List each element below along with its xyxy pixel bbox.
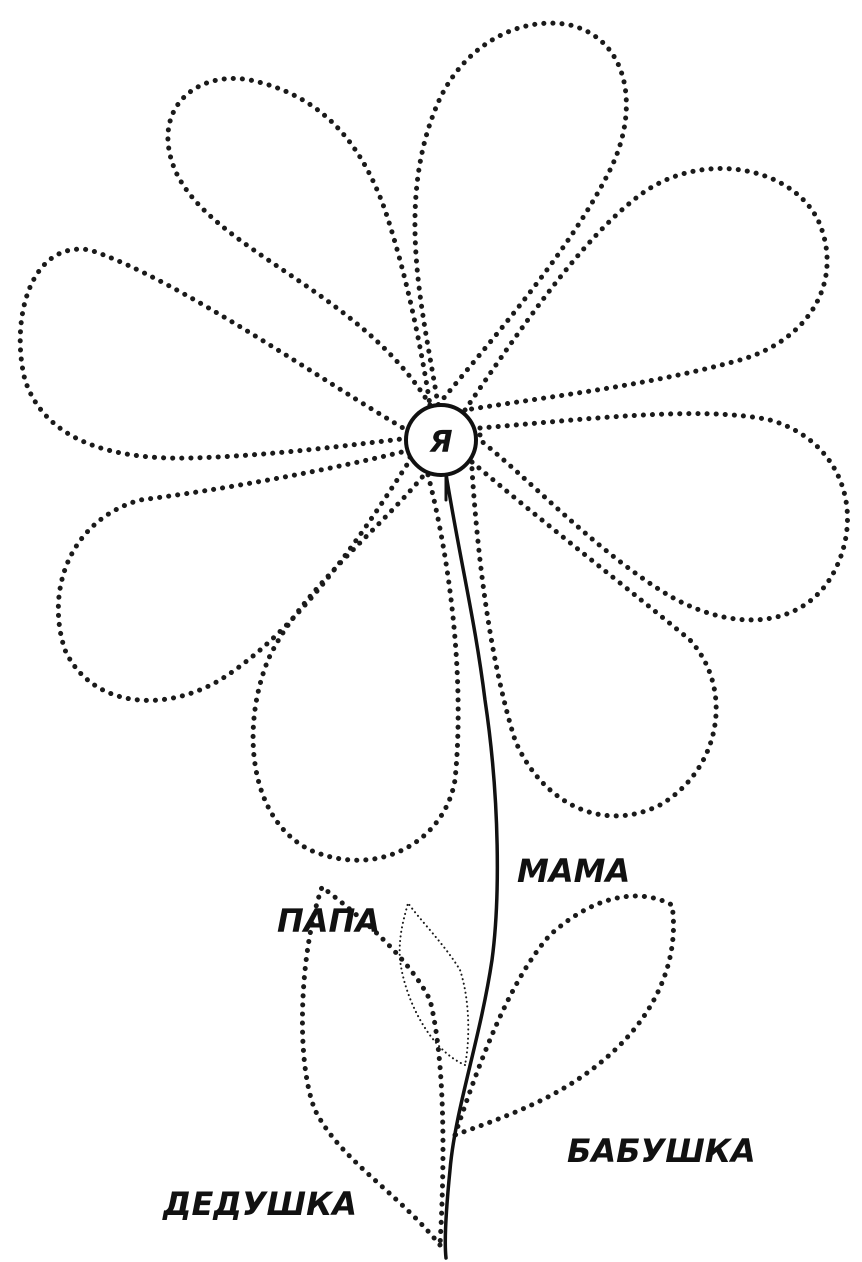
petal-top-right: [465, 169, 827, 410]
petal-left: [20, 249, 410, 458]
petal-top: [415, 23, 626, 405]
center-label: Я: [428, 425, 452, 460]
label-mama: МАМА: [517, 852, 630, 890]
stem: [445, 474, 497, 1258]
petal-top-left: [168, 78, 430, 405]
flower-center: Я: [406, 405, 476, 475]
label-papa: ПАПА: [277, 902, 380, 940]
petal-bottom-right: [472, 462, 716, 816]
leaf-right: [455, 896, 673, 1135]
label-dedushka: ДЕДУШКА: [162, 1185, 357, 1223]
petal-bottom-left: [253, 470, 458, 860]
label-babushka: БАБУШКА: [567, 1132, 756, 1170]
petal-left-lower: [58, 450, 410, 700]
leaves: [302, 887, 673, 1245]
leaf-thin: [400, 903, 469, 1065]
